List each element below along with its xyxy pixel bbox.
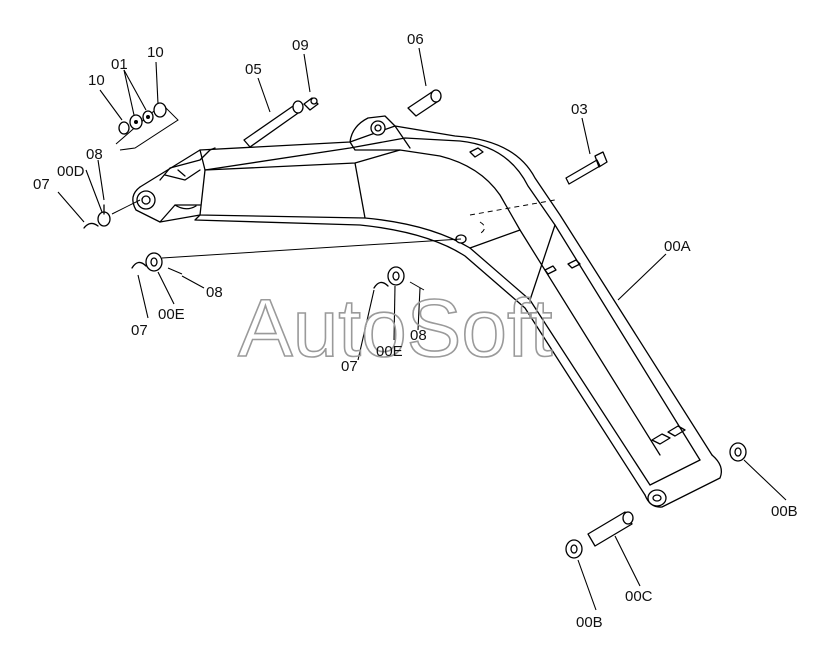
leader-lines: [57, 47, 787, 611]
callout-07: 07: [341, 358, 358, 375]
callout-00e: 00E: [376, 343, 403, 360]
callout-03: 03: [571, 101, 588, 118]
boom-assembly: [132, 115, 723, 508]
left-bushing-group: [83, 199, 141, 229]
lower-left-bushing: [131, 238, 462, 275]
callout-08: 08: [410, 327, 427, 344]
pin-06: [407, 89, 442, 117]
callout-08: 08: [86, 146, 103, 163]
callout-00a: 00A: [664, 238, 691, 255]
callout-10: 10: [147, 44, 164, 61]
callout-08: 08: [206, 284, 223, 301]
callout-09: 09: [292, 37, 309, 54]
bolt-09: [303, 97, 319, 111]
callout-00c: 00C: [625, 588, 653, 605]
callout-07: 07: [33, 176, 50, 193]
callout-05: 05: [245, 61, 262, 78]
callout-01: 01: [111, 56, 128, 73]
callout-00b: 00B: [576, 614, 603, 631]
foot-bushings: [565, 442, 747, 559]
callout-labels: 10 01 10 05 09 06 03 08 00D 07 08 07 00E…: [33, 31, 798, 631]
callout-10: 10: [88, 72, 105, 89]
callout-00b: 00B: [771, 503, 798, 520]
callout-00e: 00E: [158, 306, 185, 323]
mid-bushing: [373, 266, 425, 291]
callout-00d: 00D: [57, 163, 85, 180]
bolt-03: [565, 151, 608, 185]
watermark-text: AutoSoft: [238, 283, 553, 374]
callout-06: 06: [407, 31, 424, 48]
callout-07: 07: [131, 322, 148, 339]
washer-group: [115, 102, 179, 151]
pin-05: [243, 100, 304, 148]
